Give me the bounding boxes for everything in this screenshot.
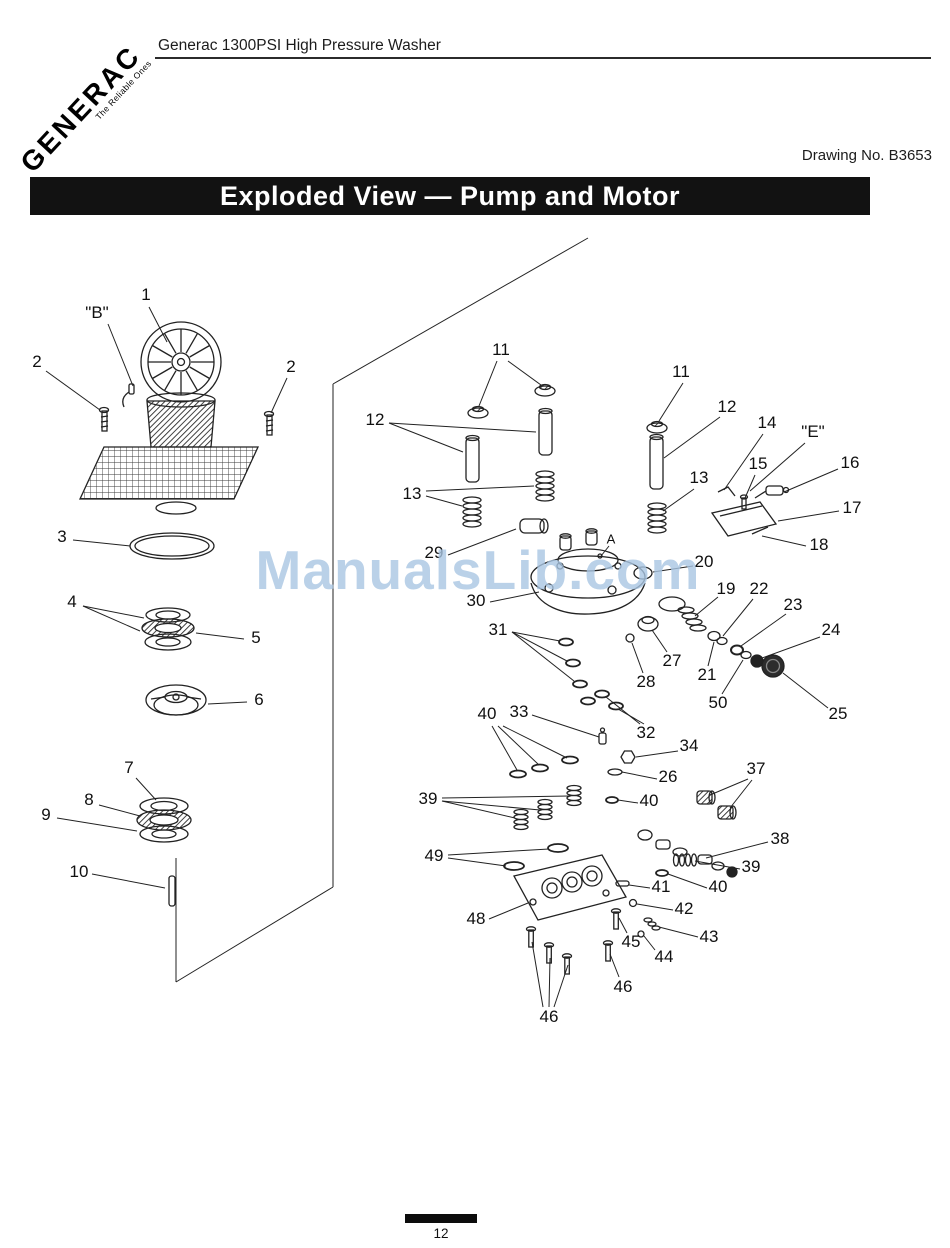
callout-11: 11 xyxy=(672,362,690,381)
section-banner: Exploded View — Pump and Motor xyxy=(30,177,870,215)
shaft-pin xyxy=(168,875,176,907)
title-divider xyxy=(155,57,931,59)
impeller xyxy=(145,684,207,716)
callout-29: 29 xyxy=(424,543,444,562)
callout-27: 27 xyxy=(662,651,682,670)
o-ring-set xyxy=(558,637,624,711)
callout-12: 12 xyxy=(365,410,385,429)
unloader-assembly xyxy=(625,596,785,678)
document-title: Generac 1300PSI High Pressure Washer xyxy=(158,37,441,54)
motor-bolts xyxy=(98,406,275,436)
seal-stack-upper xyxy=(141,607,195,651)
callout-8: 8 xyxy=(84,790,94,809)
callout-7: 7 xyxy=(124,758,134,777)
callout-b: "B" xyxy=(85,303,109,322)
callout-14: 14 xyxy=(757,413,777,432)
callout-40: 40 xyxy=(708,877,728,896)
callout-e: "E" xyxy=(801,422,825,441)
callout-2: 2 xyxy=(286,357,296,376)
callout-42: 42 xyxy=(674,899,694,918)
callout-23: 23 xyxy=(783,595,803,614)
callout-46: 46 xyxy=(539,1007,559,1026)
callout-38: 38 xyxy=(770,829,790,848)
callout-16: 16 xyxy=(840,453,860,472)
callout-33: 33 xyxy=(509,702,529,721)
callout-31: 31 xyxy=(488,620,508,639)
valve-tubes xyxy=(465,407,664,490)
callout-30: 30 xyxy=(466,591,486,610)
callout-48: 48 xyxy=(466,909,486,928)
thermal-relief-assembly xyxy=(710,485,790,537)
callout-46: 46 xyxy=(613,977,633,996)
callout-a: A xyxy=(606,531,616,547)
callout-21: 21 xyxy=(697,665,717,684)
callout-13: 13 xyxy=(402,484,422,503)
callout-17: 17 xyxy=(842,498,862,517)
motor-assembly xyxy=(78,321,260,515)
callout-13: 13 xyxy=(689,468,709,487)
small-fittings xyxy=(509,727,669,877)
callout-9: 9 xyxy=(41,805,51,824)
callout-5: 5 xyxy=(251,628,261,647)
callout-26: 26 xyxy=(658,767,678,786)
callout-11: 11 xyxy=(492,340,510,359)
callout-22: 22 xyxy=(749,579,769,598)
callout-40: 40 xyxy=(477,704,497,723)
page-number: 12 xyxy=(433,1226,449,1241)
piston-springs xyxy=(513,784,698,867)
callout-20: 20 xyxy=(694,552,714,571)
callout-32: 32 xyxy=(636,723,656,742)
valve-springs xyxy=(462,470,667,534)
callout-41: 41 xyxy=(651,877,671,896)
callout-37: 37 xyxy=(746,759,766,778)
callout-15: 15 xyxy=(748,454,768,473)
callout-49: 49 xyxy=(424,846,444,865)
callout-44: 44 xyxy=(654,947,674,966)
watermark: ManualsLib.com xyxy=(255,539,701,601)
callout-34: 34 xyxy=(679,736,699,755)
inlet-bushing xyxy=(519,518,549,534)
callout-1: 1 xyxy=(141,285,151,304)
callout-6: 6 xyxy=(254,690,264,709)
callout-25: 25 xyxy=(828,704,848,723)
drawing-number: Drawing No. B3653 xyxy=(801,147,932,164)
callout-50: 50 xyxy=(708,693,728,712)
mounting-bolts xyxy=(525,908,622,975)
footer-bar xyxy=(405,1214,477,1223)
seal-stack-lower xyxy=(136,797,192,843)
callout-39: 39 xyxy=(418,789,438,808)
valve-plate xyxy=(513,854,627,921)
callout-2: 2 xyxy=(32,352,42,371)
callout-19: 19 xyxy=(716,579,736,598)
callout-43: 43 xyxy=(699,927,719,946)
callout-10: 10 xyxy=(69,862,89,881)
callout-4: 4 xyxy=(67,592,77,611)
callout-24: 24 xyxy=(821,620,841,639)
callout-12: 12 xyxy=(717,397,737,416)
callout-39: 39 xyxy=(741,857,761,876)
callout-28: 28 xyxy=(636,672,656,691)
pump-manifold xyxy=(530,528,653,615)
callout-3: 3 xyxy=(57,527,67,546)
plug-fittings xyxy=(696,790,737,820)
callout-45: 45 xyxy=(621,932,641,951)
misc-small-parts xyxy=(615,880,661,938)
section-title: Exploded View — Pump and Motor xyxy=(219,181,681,211)
callout-18: 18 xyxy=(809,535,829,554)
callout-40: 40 xyxy=(639,791,659,810)
valve-caps xyxy=(467,383,668,434)
